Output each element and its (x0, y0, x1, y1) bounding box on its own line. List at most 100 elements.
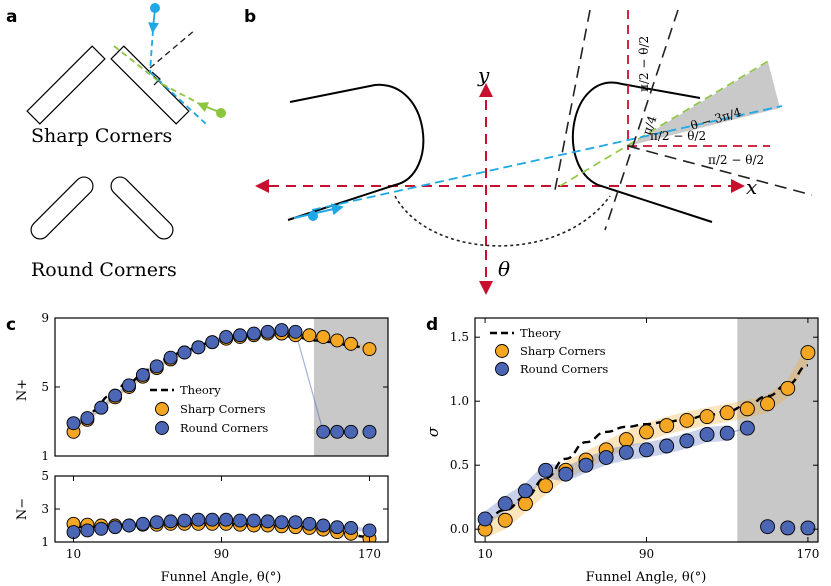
c-top-legend-swatch-round (155, 421, 169, 435)
d-sharp-point (497, 512, 513, 528)
c-bottom-round-point (149, 515, 164, 530)
d-xlabel: Funnel Angle, θ(°) (586, 570, 707, 585)
c-bottom-round-point (274, 515, 289, 530)
d-legend-label: Sharp Corners (520, 344, 606, 358)
d-ytick-label: 1.5 (450, 330, 469, 344)
c-bottom-round-point (246, 513, 261, 528)
c-top-legend-label: Round Corners (180, 421, 268, 435)
c-bottom-round-point (362, 523, 377, 538)
d-legend-swatch-round (495, 362, 509, 376)
cyan-reflected (149, 71, 207, 125)
c-top-round-point (135, 367, 150, 382)
c-bottom-xlabel: Funnel Angle, θ(°) (161, 570, 282, 585)
d-round-point (659, 438, 675, 454)
c-top-round-point (177, 345, 192, 360)
panel-label-b: b (244, 7, 256, 27)
c-bottom-round-point (135, 516, 150, 531)
d-round-point (800, 520, 816, 536)
c-top-round-point (233, 328, 247, 343)
c-bottom-round-point (163, 514, 178, 529)
c-top-ytick-label: 5 (41, 380, 49, 394)
c-bottom-round-point (260, 514, 275, 529)
d-round-point (497, 496, 513, 512)
c-bottom-ytick-label: 1 (41, 535, 49, 549)
d-ylabel: σ (424, 426, 442, 437)
panel-label-d: d (426, 315, 438, 335)
c-top-round-point (330, 424, 345, 439)
c-bottom-round-point (80, 523, 95, 538)
green-incoming (197, 102, 220, 113)
c-top-round-point (362, 424, 377, 439)
d-xtick-label: 90 (639, 547, 654, 561)
d-sharp-point (800, 345, 816, 361)
c-top-sharp-point (344, 336, 358, 351)
c-bottom-xtick-label: 170 (358, 547, 381, 561)
cyan-particle-b (308, 211, 318, 221)
c-bottom-round-point (94, 521, 109, 536)
c-bottom-xtick-label: 10 (66, 547, 81, 561)
angle-wedge (628, 62, 780, 146)
c-top-round-point (316, 424, 331, 439)
normal-line (149, 29, 196, 69)
panel-label-a: a (6, 7, 17, 27)
x-label: x (746, 175, 757, 199)
d-legend-label: Theory (520, 326, 561, 340)
d-sharp-point (780, 380, 796, 396)
d-sharp-point (739, 401, 755, 417)
black-dashed-mid (604, 9, 679, 231)
sharp-corners-label: Sharp Corners (31, 125, 172, 147)
d-ytick-label: 0.0 (450, 522, 469, 536)
d-sharp-point (517, 496, 533, 512)
c-top-legend-label: Theory (180, 383, 221, 397)
c-bottom-round-point (330, 520, 345, 535)
c-top-round-point (149, 359, 164, 374)
black-dashed-left (554, 9, 591, 191)
d-sharp-band (485, 343, 808, 539)
d-sharp-point (659, 418, 675, 433)
c-top-sharp-point (316, 330, 331, 344)
c-bottom-ylabel: N− (15, 498, 30, 520)
d-legend-swatch-sharp (495, 344, 509, 358)
c-bottom-ytick-label: 3 (41, 502, 49, 516)
c-top-round-point (288, 324, 303, 339)
c-top-round-point (191, 340, 206, 355)
d-theory-line (484, 364, 809, 521)
green-trajectory (113, 45, 163, 85)
d-round-point (477, 511, 493, 527)
c-top-ytick-label: 9 (41, 311, 49, 325)
c-top-legend-label: Sharp Corners (180, 402, 266, 416)
panel-a: Sharp Corners Round Corners (26, 3, 226, 281)
green-path (161, 83, 201, 105)
d-sharp-point (639, 424, 654, 440)
d-legend-label: Round Corners (520, 362, 608, 376)
cyan-dashed-line (311, 105, 783, 211)
green-dashed-line (559, 59, 771, 187)
right-angle-mark (151, 71, 161, 86)
d-sharp-point (719, 405, 735, 421)
d-sharp-point (760, 396, 776, 412)
d-ytick-label: 0.5 (450, 458, 469, 472)
d-sharp-point (618, 432, 634, 448)
c-bottom-round-point (191, 512, 206, 527)
c-top-sharp-point (330, 333, 345, 348)
left-obstacle (287, 83, 425, 221)
c-bottom-round-point (177, 513, 192, 528)
d-sharp-point (699, 409, 715, 425)
d-round-point (538, 462, 554, 478)
c-top-sharp-point (362, 342, 377, 356)
c-bottom-round-point (205, 512, 220, 527)
panel-b: y x θ π/2 − θ/2 π/4 θ − 3π/4 π/2 − θ/2 π… (255, 9, 813, 295)
sharp-funnel-left (26, 45, 106, 125)
c-top-legend-swatch-sharp (155, 402, 169, 416)
round-funnel-right (110, 176, 174, 240)
d-ytick-label: 1.0 (450, 394, 469, 408)
d-round-point (679, 433, 695, 449)
c-bottom-round-point (122, 518, 136, 533)
d-xtick-label: 170 (796, 547, 819, 561)
c-bottom-round-point (66, 525, 81, 540)
